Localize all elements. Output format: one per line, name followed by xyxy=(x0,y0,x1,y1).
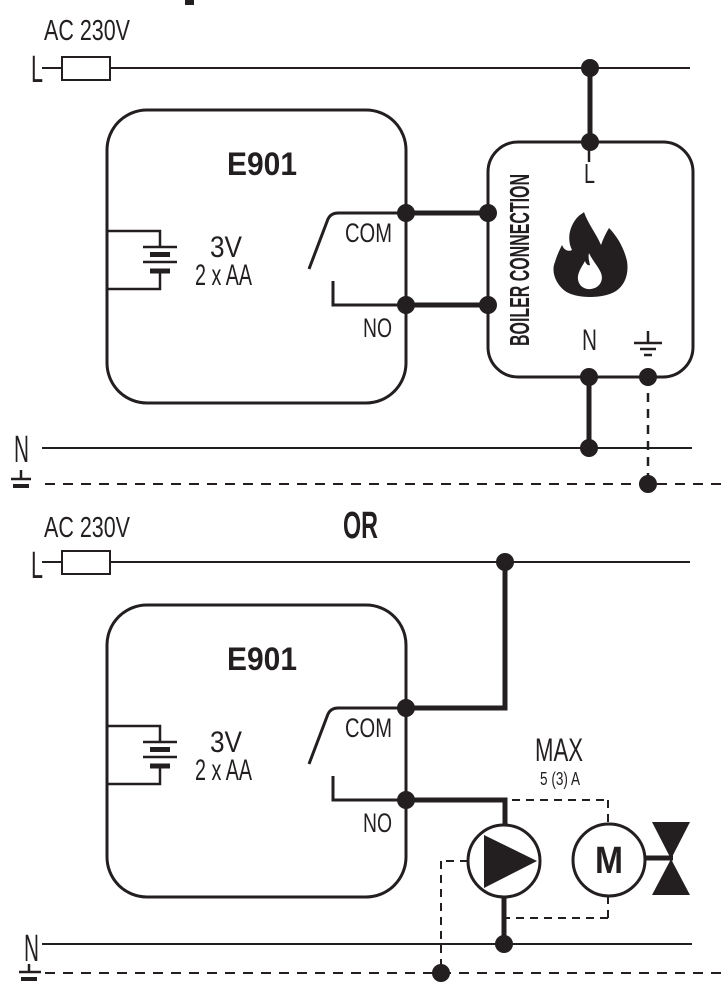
valve-icon xyxy=(652,822,690,895)
boiler-live-label: L xyxy=(584,158,595,189)
relay-switch-icon xyxy=(307,706,405,802)
thermostat-model-label: E901 xyxy=(227,641,297,677)
neutral-label: N xyxy=(24,928,39,970)
no-terminal-label: NO xyxy=(363,808,392,838)
relay-switch-icon xyxy=(307,211,405,307)
supply-voltage-label: AC 230V xyxy=(44,15,130,47)
no-terminal-label: NO xyxy=(363,313,392,343)
boiler-neutral-label: N xyxy=(582,324,597,357)
junction-dot xyxy=(580,439,598,457)
alternate-motor-wiring xyxy=(504,799,609,919)
no-pump-wire xyxy=(406,797,508,826)
earth-icon xyxy=(19,964,41,981)
junction-dot xyxy=(495,935,513,953)
fuse-icon xyxy=(61,550,111,575)
fuse-icon xyxy=(61,56,111,81)
boiler-connection-title: BOILER CONNECTION xyxy=(504,174,535,346)
com-terminal-label: COM xyxy=(345,218,392,248)
motor-label: M xyxy=(595,840,623,882)
battery-voltage-label: 3V xyxy=(210,726,242,759)
junction-dot xyxy=(639,475,657,493)
junction-dots xyxy=(397,553,514,982)
terminal-dot xyxy=(397,204,415,222)
live-label: L xyxy=(31,545,43,587)
terminal-dot xyxy=(479,204,497,222)
battery-icon xyxy=(108,724,177,786)
thermostat-model-label: E901 xyxy=(227,146,297,182)
junction-dot xyxy=(581,59,599,77)
supply-voltage-label: AC 230V xyxy=(44,512,130,544)
junction-dots xyxy=(397,59,657,493)
boiler-earth-icon xyxy=(634,331,662,357)
diagram-pump-valve: AC 230V L N E901 3V 2 x AA COM NO MAX 5 … xyxy=(19,512,721,982)
com-live-wire xyxy=(406,562,508,711)
current-rating-label: 5 (3) A xyxy=(540,769,580,789)
terminal-dot xyxy=(580,368,598,386)
terminal-dot xyxy=(397,296,415,314)
junction-dot xyxy=(496,553,514,571)
battery-voltage-label: 3V xyxy=(210,231,242,264)
or-separator-label: OR xyxy=(343,505,378,547)
max-load-label: MAX xyxy=(535,732,583,768)
terminal-dot xyxy=(479,296,497,314)
switched-live-wires xyxy=(406,68,593,448)
flame-icon xyxy=(553,212,628,297)
battery-cells-label: 2 x AA xyxy=(195,754,252,787)
live-label: L xyxy=(31,49,43,91)
pump-earth-wiring xyxy=(440,860,468,973)
terminal-dot xyxy=(639,368,657,386)
battery-cells-label: 2 x AA xyxy=(195,259,252,292)
terminal-dot xyxy=(581,133,599,151)
thermostat-box xyxy=(105,108,408,405)
diagram-boiler-connection: AC 230V L N E901 3V 2 x AA COM NO BOILER… xyxy=(11,15,721,493)
thermostat-box xyxy=(105,603,408,899)
terminal-dot xyxy=(397,791,415,809)
terminal-dot xyxy=(397,699,415,717)
pump-icon xyxy=(466,823,542,899)
cropped-text-fragment xyxy=(185,0,194,5)
earth-icon xyxy=(11,470,31,488)
com-terminal-label: COM xyxy=(345,713,392,743)
battery-icon xyxy=(108,229,177,291)
neutral-label: N xyxy=(14,429,29,471)
junction-dot xyxy=(432,964,450,982)
